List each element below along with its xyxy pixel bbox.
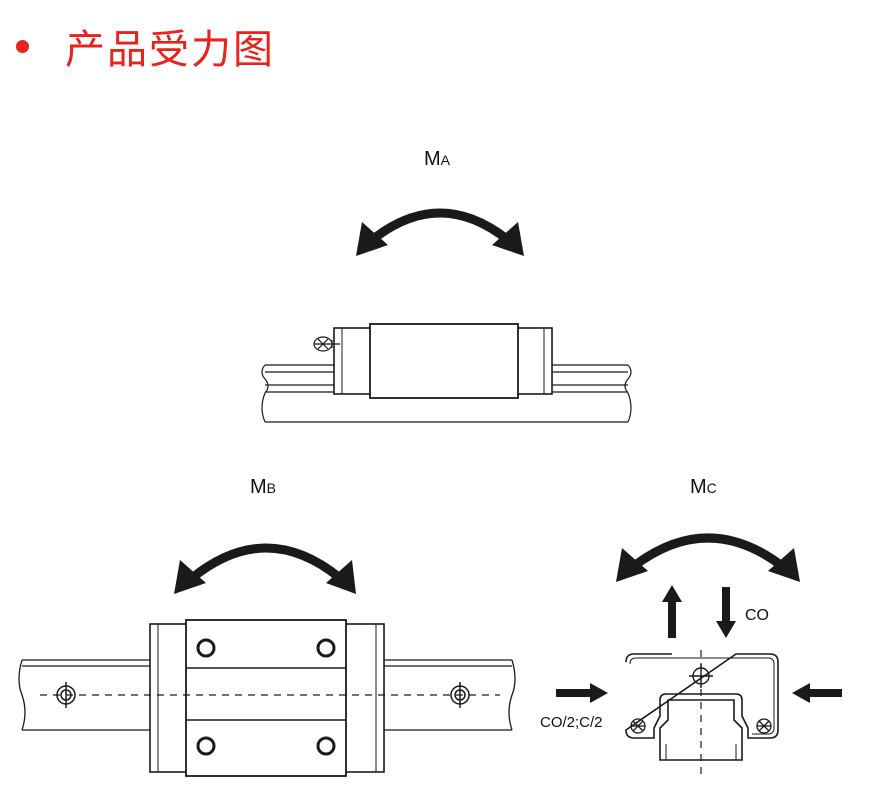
mc-block-section <box>625 653 779 761</box>
co-label: CO <box>745 607 769 624</box>
right-side-arrow-icon <box>792 683 842 703</box>
mb-arrow-icon <box>174 543 356 594</box>
page-title: 产品受力图 <box>65 27 275 73</box>
mc-label: MC <box>690 476 717 498</box>
mb-block <box>149 619 385 777</box>
mc-arrow-icon <box>616 533 800 582</box>
title-row: 产品受力图 <box>16 18 275 74</box>
ma-label: MA <box>424 148 451 170</box>
ma-arrow-icon <box>356 208 524 256</box>
mb-rail <box>18 659 516 731</box>
left-side-arrow-icon <box>556 683 608 703</box>
ma-block <box>333 323 553 399</box>
screw-icon <box>630 718 772 734</box>
down-arrow-icon <box>716 587 736 638</box>
mb-label: MB <box>250 476 276 498</box>
up-arrow-icon <box>662 585 682 638</box>
side-load-label: CO/2;C/2 <box>540 714 603 731</box>
grease-nipple-icon <box>313 336 340 352</box>
mb-group: MB <box>18 476 516 777</box>
ma-group: MA <box>261 148 632 423</box>
mb-bolt-holes <box>196 638 336 756</box>
mc-group: MC CO CO/2;C/2 <box>540 476 842 780</box>
bullet-icon <box>16 39 29 53</box>
